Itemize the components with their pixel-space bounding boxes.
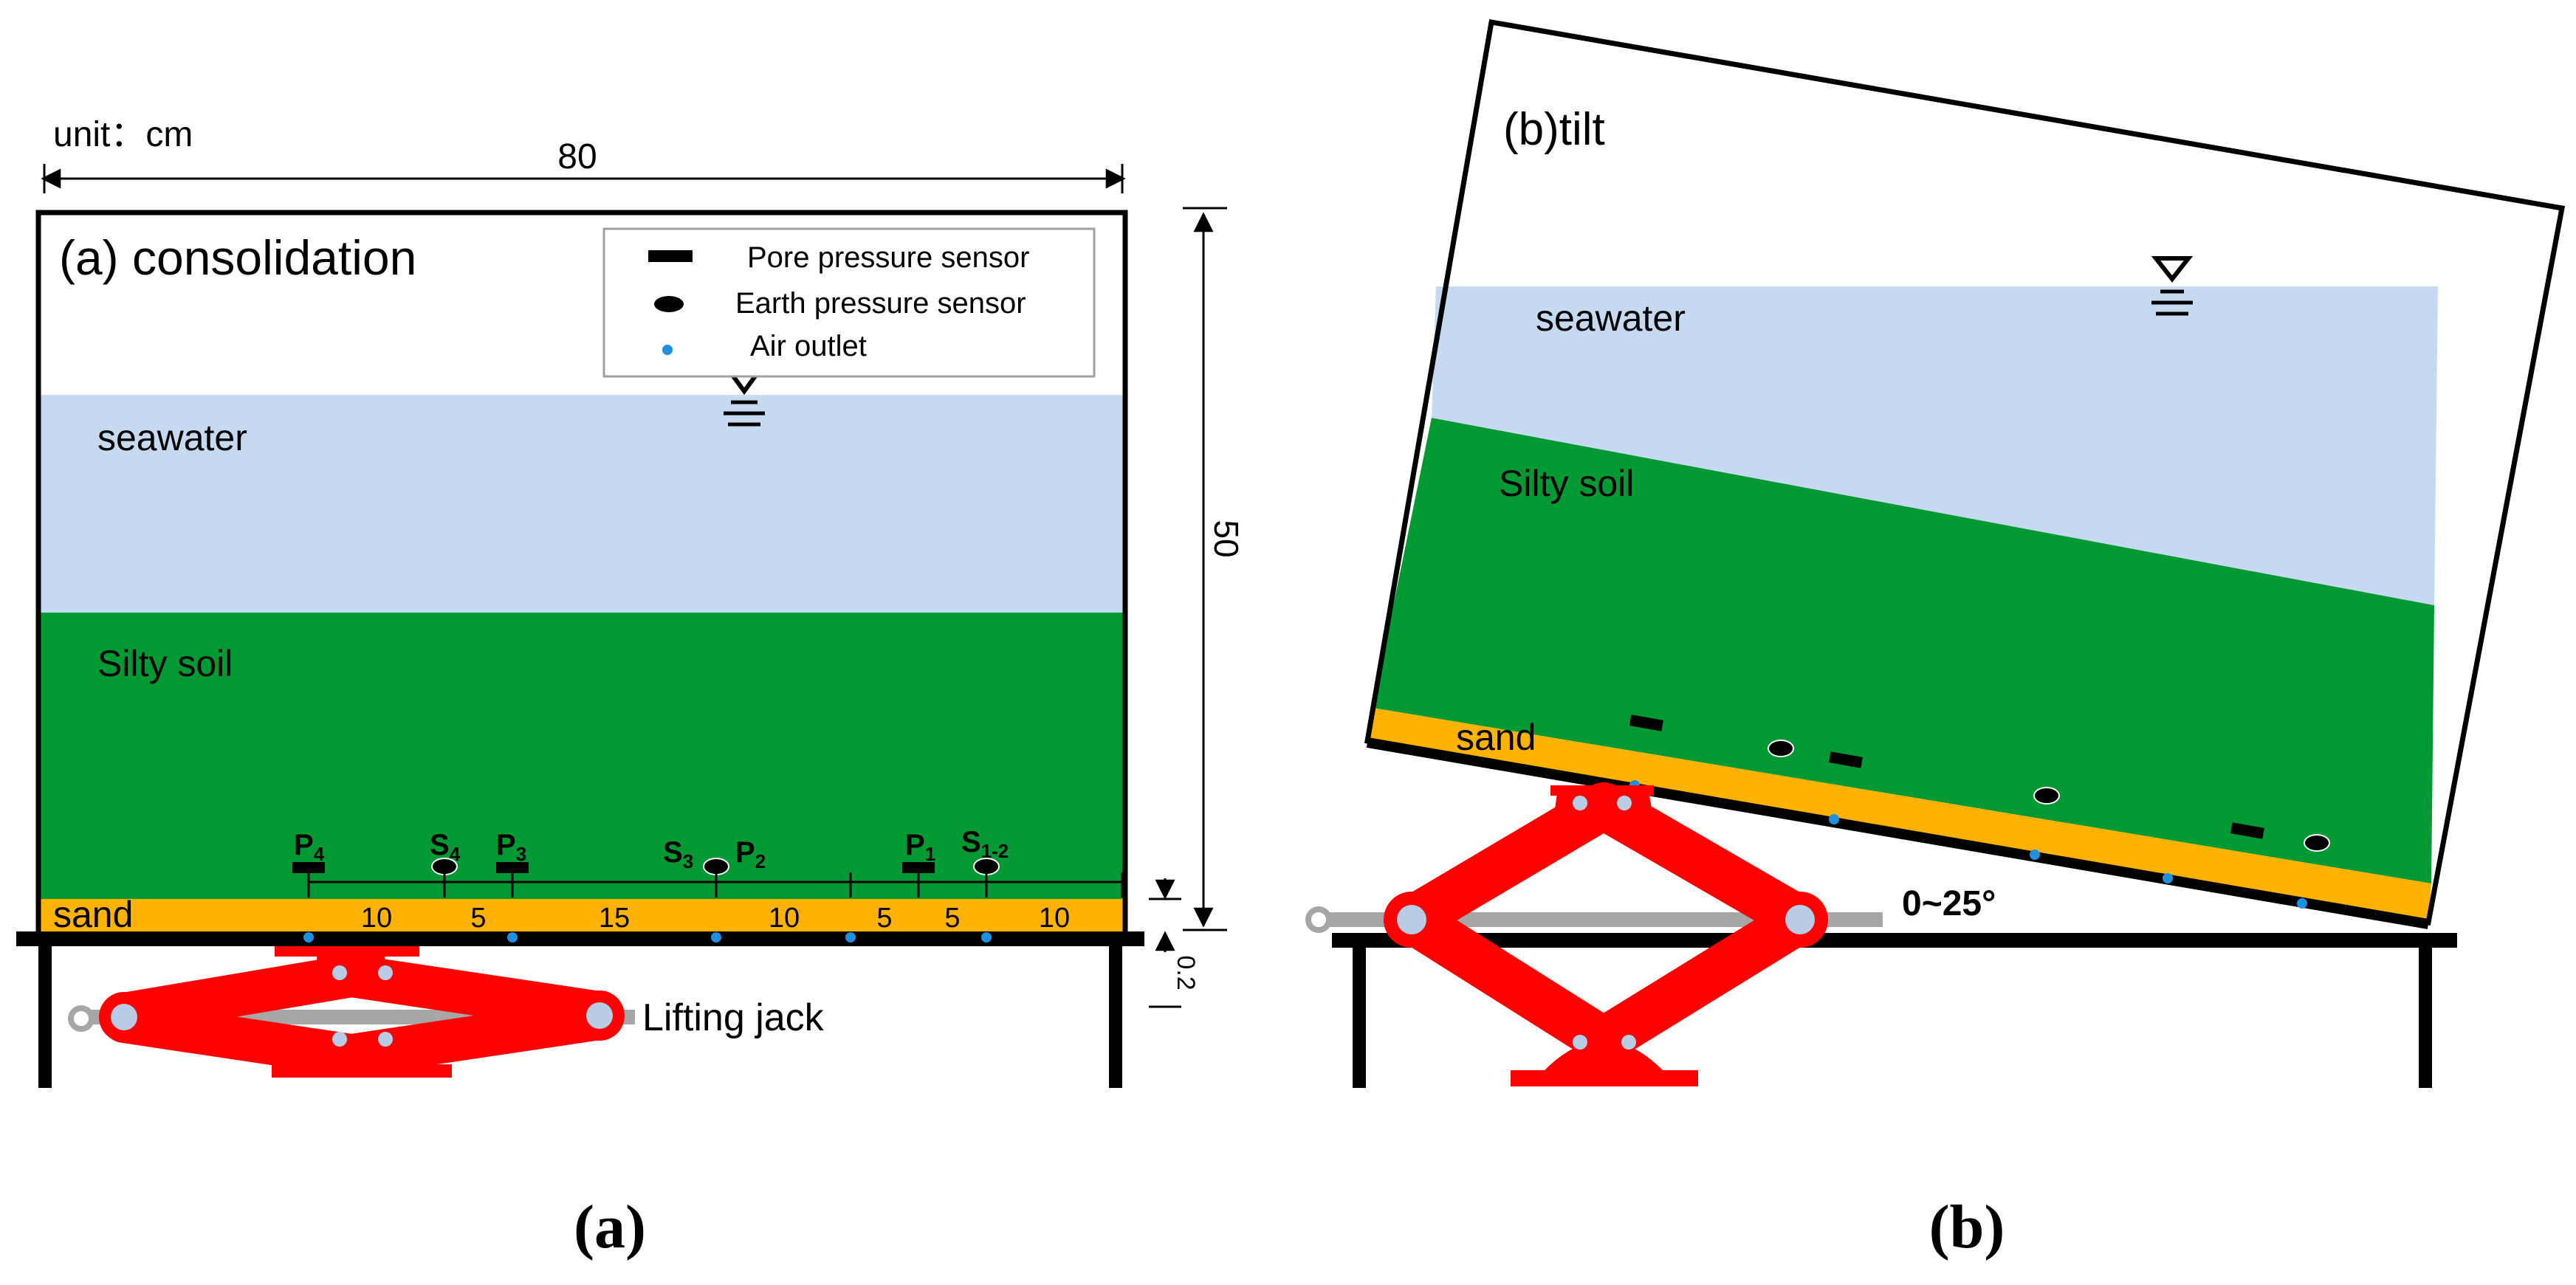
seawater-label-a: seawater (97, 417, 247, 458)
legend-earth-label: Earth pressure sensor (735, 287, 1026, 320)
table-leg-right-b (2419, 948, 2432, 1088)
earth-sensor-b-2 (2033, 787, 2060, 805)
water-level-symbol-b (2151, 256, 2194, 316)
silty-soil-label-b: Silty soil (1499, 463, 1634, 504)
table-leg-left-a (38, 946, 52, 1088)
panel-b: (b)tilt seawater Silty soil sand (1305, 18, 2566, 1088)
height-dimension-value: 50 (1207, 520, 1246, 557)
sensor-label-s3: S3 (663, 836, 693, 872)
tank-base-b (1366, 737, 2430, 929)
silty-soil-label-a: Silty soil (97, 643, 233, 684)
pore-sensor-p3 (496, 862, 529, 873)
sand-label-b: sand (1456, 717, 1536, 758)
table-leg-right-a (1109, 946, 1122, 1088)
seawater-layer-b (1432, 286, 2438, 605)
jack-rod-ring-a (68, 1005, 95, 1032)
pore-sensor-p4 (292, 862, 325, 873)
pore-sensor-b-1 (1629, 714, 1663, 731)
lifting-jack-a (68, 946, 635, 1078)
sensor-label-p2: P2 (735, 836, 766, 872)
legend-pore-sensor-icon (648, 250, 693, 262)
width-dimension-value: 80 (557, 137, 597, 176)
lifting-jack-label: Lifting jack (642, 996, 825, 1039)
table-leg-left-b (1353, 948, 1366, 1088)
spacing-value-3: 15 (599, 903, 630, 934)
earth-sensor-b-1 (1768, 740, 1794, 757)
lifting-jack-b (1305, 782, 1883, 1086)
sensor-label-s1-2: S1-2 (961, 826, 1009, 862)
panel-a-title: (a) consolidation (59, 230, 416, 285)
caption-a: (a) (574, 1193, 646, 1261)
silty-soil-layer-b (1373, 418, 2434, 883)
pore-sensor-b-2 (1828, 751, 1863, 768)
pore-sensor-b-3 (2230, 822, 2264, 839)
sensor-label-p3: P3 (496, 829, 526, 865)
sensor-label-p4: P4 (294, 829, 325, 865)
spacing-value-1: 10 (361, 903, 392, 934)
earth-sensor-s3 (703, 858, 729, 875)
spacing-value-5: 5 (876, 903, 892, 934)
silty-soil-layer-a (38, 613, 1125, 899)
seawater-label-b: seawater (1536, 297, 1686, 339)
caption-b: (b) (1929, 1193, 2005, 1261)
panel-a: unit：cm 80 50 0.2 (a) consolidation seaw… (16, 115, 1246, 1088)
sand-dimension-value: 0.2 (1172, 955, 1200, 990)
legend-earth-sensor-icon (654, 296, 684, 312)
spacing-value-2: 5 (470, 903, 486, 934)
tank-outline-a (35, 210, 1128, 931)
jack-rod-ring-b (1305, 906, 1332, 933)
seawater-layer-a (38, 395, 1125, 613)
sand-layer-a (38, 899, 1125, 931)
table-top-b (1332, 933, 2457, 948)
sensor-label-p1: P1 (905, 829, 935, 865)
unit-label: unit：cm (53, 115, 193, 154)
sensor-label-s4: S4 (430, 829, 461, 865)
legend-air-outlet-icon (662, 345, 673, 355)
tilt-angle-label: 0~25° (1902, 884, 1996, 923)
pore-sensor-p1 (902, 862, 935, 873)
sand-label-a: sand (53, 894, 133, 935)
panel-b-title: (b)tilt (1503, 104, 1605, 155)
spacing-value-6: 5 (944, 903, 960, 934)
table-top-a (16, 931, 1144, 946)
spacing-dimension-chain (307, 872, 1124, 898)
sand-layer-b (1367, 708, 2431, 923)
spacing-value-7: 10 (1039, 903, 1070, 934)
legend-air-label: Air outlet (750, 330, 867, 362)
air-outlets-a (303, 932, 992, 943)
legend: Pore pressure sensor Earth pressure sens… (602, 227, 1096, 378)
earth-sensor-b-3 (2304, 834, 2330, 852)
spacing-value-4: 10 (769, 903, 800, 934)
legend-pore-label: Pore pressure sensor (747, 241, 1029, 274)
